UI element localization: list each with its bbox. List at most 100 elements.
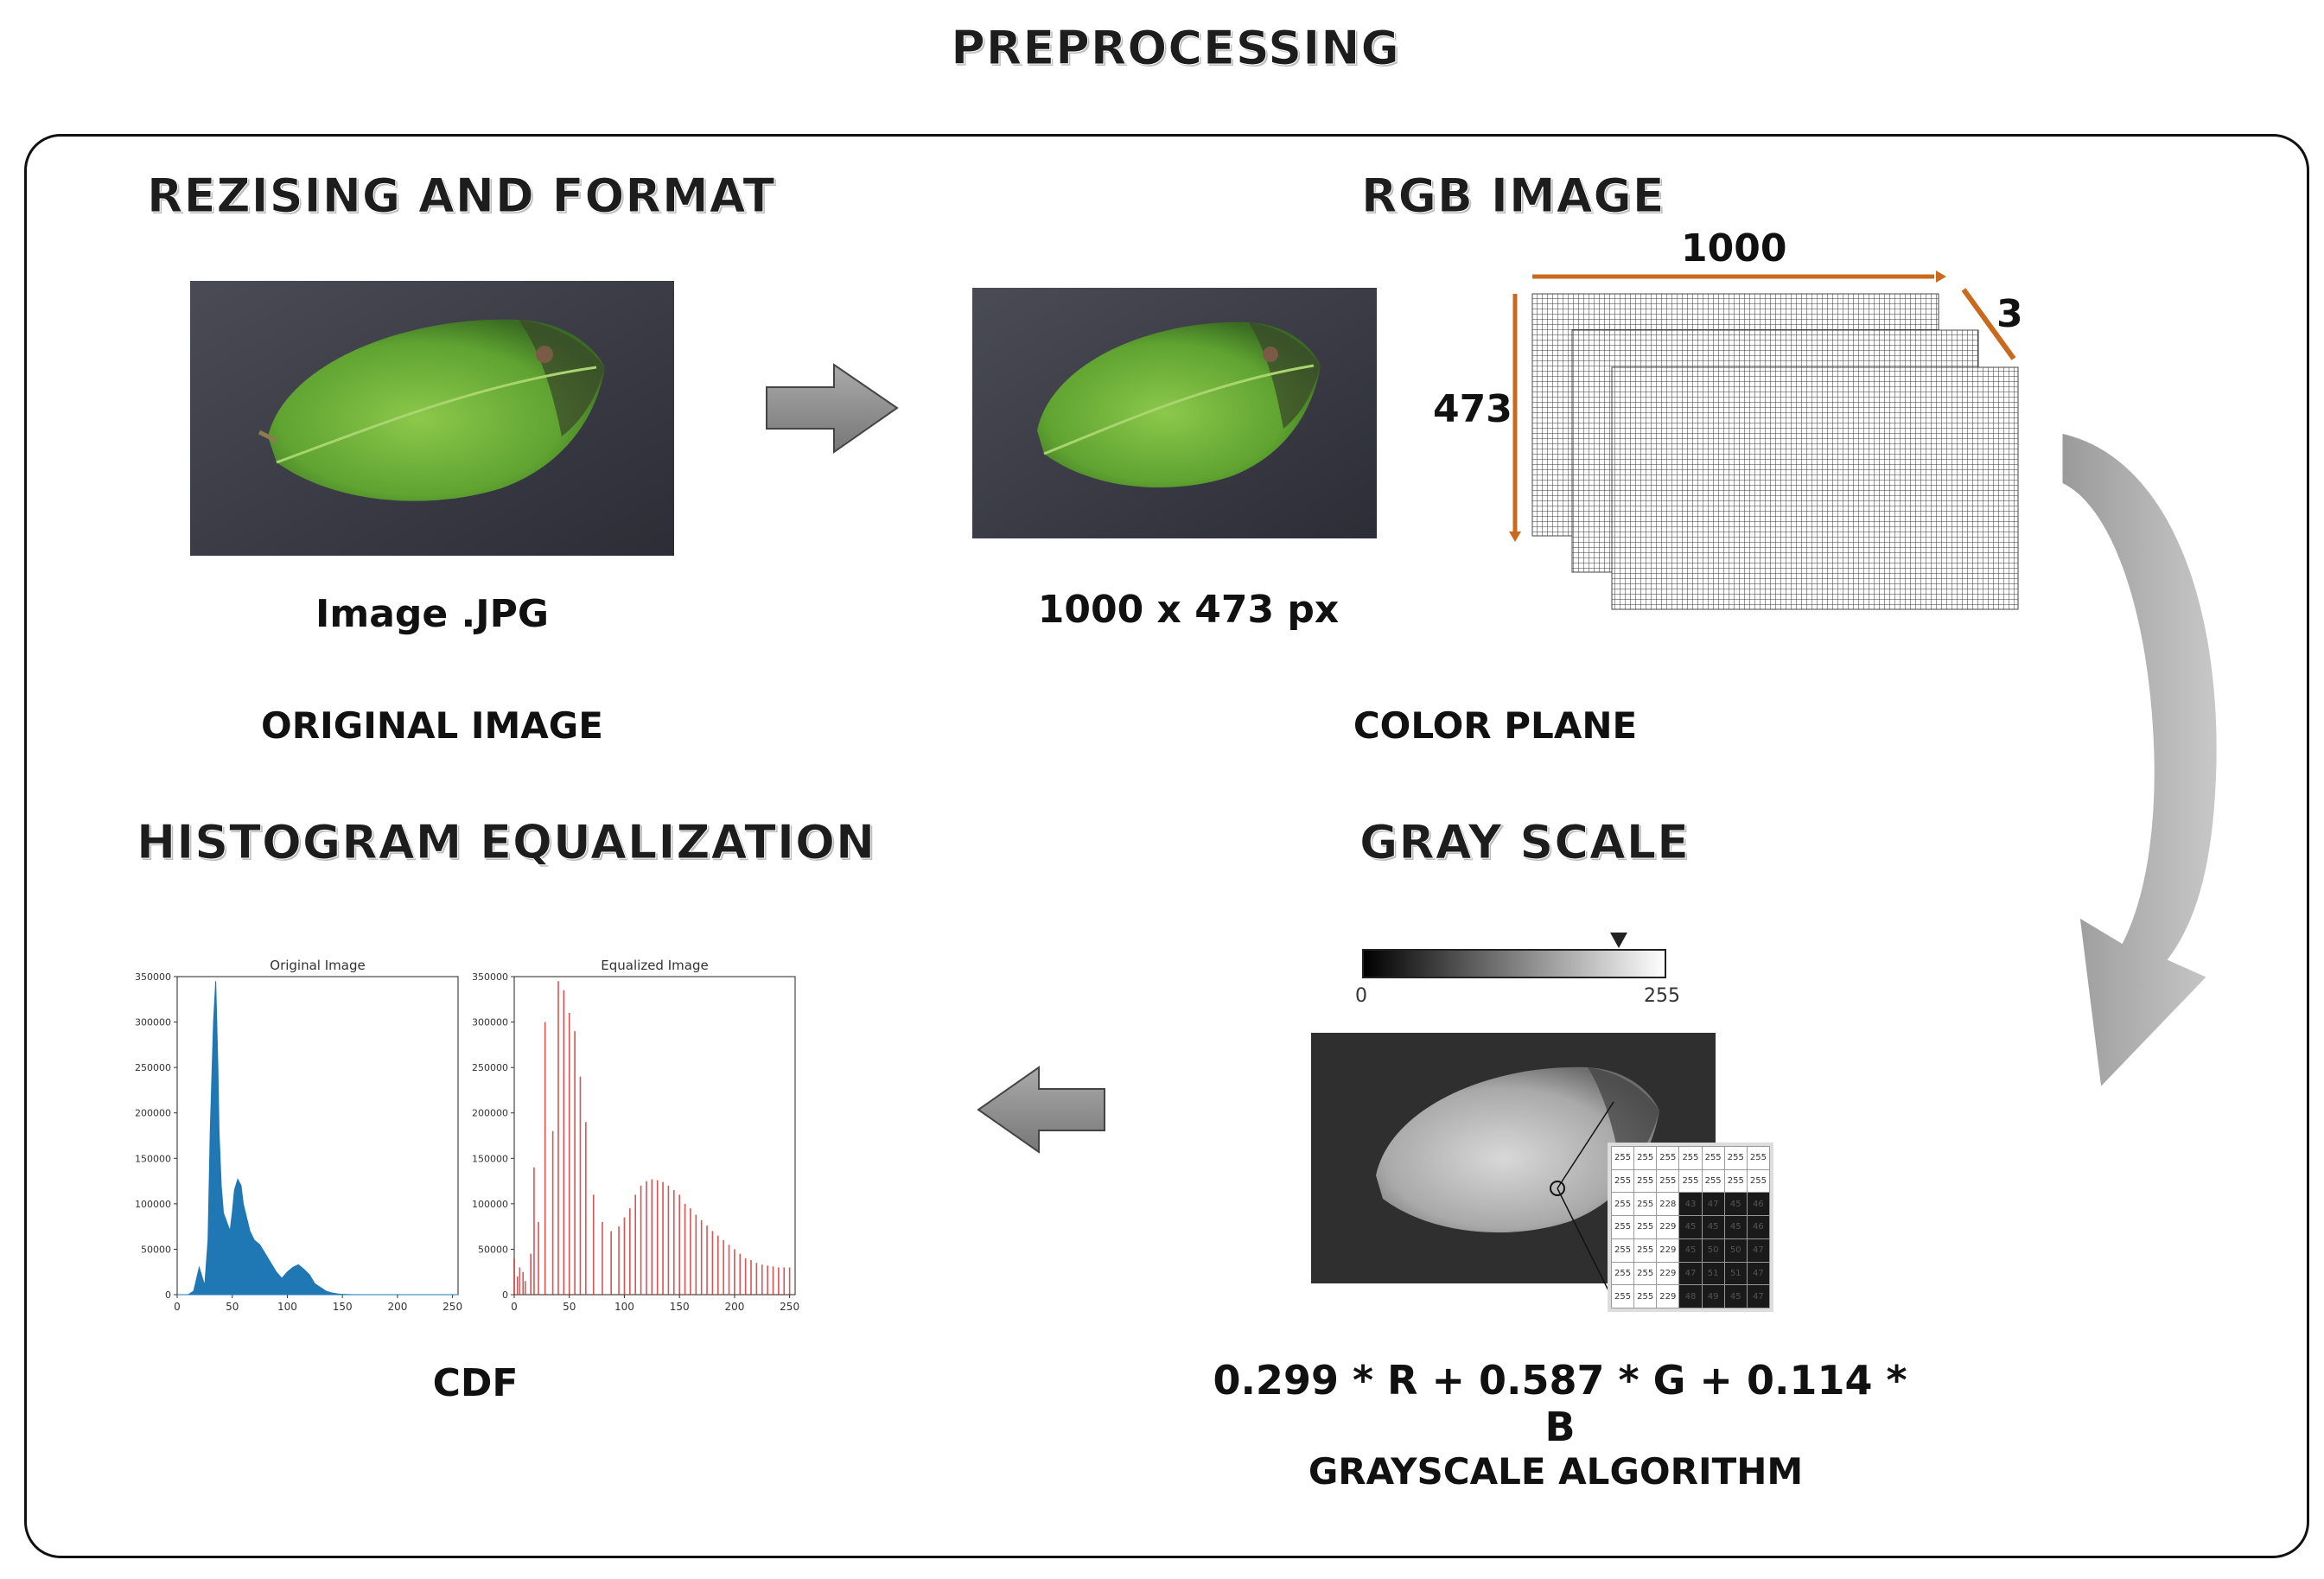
pixel-cell: 255 xyxy=(1633,1192,1658,1217)
x-tick-label: 50 xyxy=(563,1301,576,1313)
x-tick-label: 0 xyxy=(174,1301,181,1313)
grayscale-formula: 0.299 * R + 0.587 * G + 0.114 * B xyxy=(1213,1357,1907,1450)
color-plane-label: COLOR PLANE xyxy=(1353,704,1638,747)
pixel-cell: 255 xyxy=(1678,1146,1703,1170)
y-tick-label: 350000 xyxy=(472,971,508,983)
pixel-cell: 229 xyxy=(1656,1215,1680,1239)
grayscale-algorithm-label: GRAYSCALE ALGORITHM xyxy=(1308,1450,1804,1493)
y-tick-label: 50000 xyxy=(478,1244,508,1255)
x-tick-label: 150 xyxy=(333,1301,353,1313)
pixel-cell: 45 xyxy=(1701,1215,1725,1239)
diagram-frame xyxy=(24,134,2309,1558)
histogram-charts: Original Image05000010000015000020000025… xyxy=(135,958,799,1313)
x-tick-label: 0 xyxy=(511,1301,518,1313)
color-plane-stack xyxy=(1509,271,2019,610)
y-tick-label: 250000 xyxy=(135,1062,171,1073)
pixel-cell: 46 xyxy=(1746,1215,1771,1239)
page-title: PREPROCESSING xyxy=(951,21,1400,76)
pixel-cell: 255 xyxy=(1610,1238,1635,1263)
pixel-cell: 47 xyxy=(1746,1284,1771,1308)
pixel-cell: 255 xyxy=(1633,1146,1658,1170)
pixel-cell: 47 xyxy=(1746,1261,1771,1286)
pixel-cell: 255 xyxy=(1633,1261,1658,1286)
grayscale-bar xyxy=(1362,933,1666,978)
cdf-label: CDF xyxy=(432,1361,519,1405)
curved-arrow-icon xyxy=(2060,430,2219,1092)
resized-leaf-photo xyxy=(972,288,1377,538)
width-dimension-label: 1000 xyxy=(1681,226,1787,271)
plot-area xyxy=(513,976,796,1296)
pixel-cell: 46 xyxy=(1746,1192,1771,1217)
y-tick-label: 150000 xyxy=(135,1153,171,1164)
pixel-cell: 255 xyxy=(1701,1146,1725,1170)
y-tick-label: 0 xyxy=(502,1289,508,1301)
pixel-cell: 255 xyxy=(1656,1168,1680,1194)
y-tick-label: 250000 xyxy=(472,1062,508,1073)
pixel-cell: 255 xyxy=(1633,1284,1658,1308)
arrow-left-icon xyxy=(977,1066,1105,1154)
pixel-cell: 50 xyxy=(1701,1238,1725,1263)
rgb-section-title: RGB IMAGE xyxy=(1361,169,1665,224)
pixel-cell: 229 xyxy=(1656,1238,1680,1263)
x-tick-label: 250 xyxy=(780,1301,799,1313)
y-tick-label: 50000 xyxy=(141,1244,171,1255)
pixel-cell: 51 xyxy=(1723,1261,1748,1286)
x-tick-label: 200 xyxy=(724,1301,744,1313)
histogram-section-title: HISTOGRAM EQUALIZATION xyxy=(136,815,876,870)
height-dimension-label: 473 xyxy=(1433,387,1512,431)
y-tick-label: 150000 xyxy=(472,1153,508,1164)
pixel-cell: 255 xyxy=(1610,1168,1635,1194)
arrow-right-icon xyxy=(766,363,899,454)
pixel-cell: 49 xyxy=(1701,1284,1725,1308)
original-image-label: ORIGINAL IMAGE xyxy=(261,704,603,747)
y-tick-label: 300000 xyxy=(135,1017,171,1028)
pixel-cell: 255 xyxy=(1678,1168,1703,1194)
pixel-cell: 45 xyxy=(1723,1284,1748,1308)
y-tick-label: 0 xyxy=(165,1289,171,1301)
chart-title: Original Image xyxy=(270,958,365,973)
pixel-cell: 47 xyxy=(1701,1192,1725,1217)
pixel-cell: 43 xyxy=(1678,1192,1703,1217)
pixel-cell: 45 xyxy=(1723,1215,1748,1239)
x-tick-label: 50 xyxy=(226,1301,239,1313)
pixel-cell: 255 xyxy=(1633,1168,1658,1194)
pixel-cell: 255 xyxy=(1610,1192,1635,1217)
image-size-caption: 1000 x 473 px xyxy=(1037,588,1340,632)
original-leaf-photo xyxy=(190,281,674,556)
pixel-cell: 45 xyxy=(1678,1215,1703,1239)
pixel-cell: 229 xyxy=(1656,1284,1680,1308)
y-tick-label: 100000 xyxy=(135,1199,171,1210)
x-tick-label: 100 xyxy=(277,1301,297,1313)
pixel-cell: 255 xyxy=(1746,1146,1771,1170)
x-tick-label: 150 xyxy=(670,1301,690,1313)
file-format-caption: Image .JPG xyxy=(315,592,549,636)
pixel-cell: 228 xyxy=(1656,1192,1680,1217)
pixel-cell: 255 xyxy=(1633,1238,1658,1263)
pixel-cell: 47 xyxy=(1678,1261,1703,1286)
pixel-cell: 255 xyxy=(1723,1168,1748,1194)
x-tick-label: 200 xyxy=(387,1301,407,1313)
pixel-cell: 51 xyxy=(1701,1261,1725,1286)
chart-title: Equalized Image xyxy=(601,958,708,973)
x-tick-label: 250 xyxy=(443,1301,462,1313)
resize-section-title: REZISING AND FORMAT xyxy=(146,169,776,224)
scale-max-label: 255 xyxy=(1644,985,1680,1007)
scale-min-label: 0 xyxy=(1355,985,1367,1007)
pixel-cell: 255 xyxy=(1610,1215,1635,1239)
pixel-cell: 255 xyxy=(1723,1146,1748,1170)
pixel-cell: 255 xyxy=(1656,1146,1680,1170)
y-tick-label: 350000 xyxy=(135,971,171,983)
x-tick-label: 100 xyxy=(614,1301,634,1313)
pixel-cell: 45 xyxy=(1678,1238,1703,1263)
pixel-cell: 50 xyxy=(1723,1238,1748,1263)
grayscale-section-title: GRAY SCALE xyxy=(1359,815,1690,870)
histogram-area xyxy=(177,981,458,1296)
y-tick-label: 200000 xyxy=(135,1108,171,1119)
